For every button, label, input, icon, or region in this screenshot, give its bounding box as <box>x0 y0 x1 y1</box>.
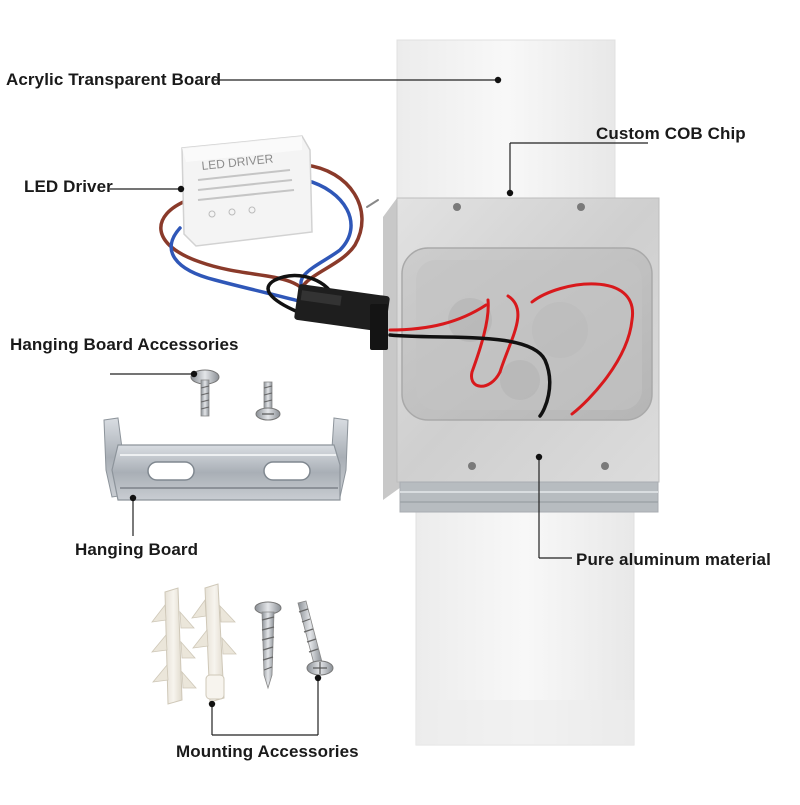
screw-icon <box>255 381 281 421</box>
leader-dot-icon <box>535 453 543 461</box>
wall-anchor-icon <box>191 583 237 703</box>
leader-dot-icon <box>190 370 198 378</box>
self-tapping-screw-icon <box>254 601 282 690</box>
leader-dot-icon <box>506 189 514 197</box>
screw-icon <box>190 369 220 417</box>
leader-dot-icon <box>177 185 185 193</box>
label-hanging-board-accessories: Hanging Board Accessories <box>10 335 239 354</box>
label-acrylic-board: Acrylic Transparent Board <box>6 70 222 89</box>
leader-dot-icon <box>314 674 322 682</box>
wall-anchor-icon <box>151 587 197 705</box>
led-driver: LED DRIVER <box>181 135 313 247</box>
leader-dot-icon <box>208 700 216 708</box>
leader-lines <box>110 79 648 736</box>
aluminum-housing <box>383 197 660 513</box>
label-mounting-accessories: Mounting Accessories <box>176 742 359 761</box>
acrylic-board-top <box>396 39 616 201</box>
housing-hole-icon <box>468 462 476 470</box>
internal-wires <box>388 282 634 418</box>
bracket-slot <box>147 461 195 481</box>
acrylic-board-bottom <box>415 499 635 746</box>
self-tapping-screw-icon <box>297 600 334 676</box>
leader-dot-icon <box>494 76 502 84</box>
label-led-driver: LED Driver <box>24 177 113 196</box>
housing-hole-icon <box>453 203 461 211</box>
housing-hole-icon <box>601 462 609 470</box>
driver-wires <box>159 163 379 314</box>
label-hanging-board: Hanging Board <box>75 540 199 559</box>
label-cob-chip: Custom COB Chip <box>596 124 746 143</box>
hanging-board-bracket <box>103 417 349 501</box>
leader-dots <box>129 76 543 708</box>
housing-hole-icon <box>577 203 585 211</box>
wire-connector <box>294 284 390 350</box>
leader-dot-icon <box>129 494 137 502</box>
bracket-slot <box>263 461 311 481</box>
label-aluminum: Pure aluminum material <box>576 550 771 569</box>
